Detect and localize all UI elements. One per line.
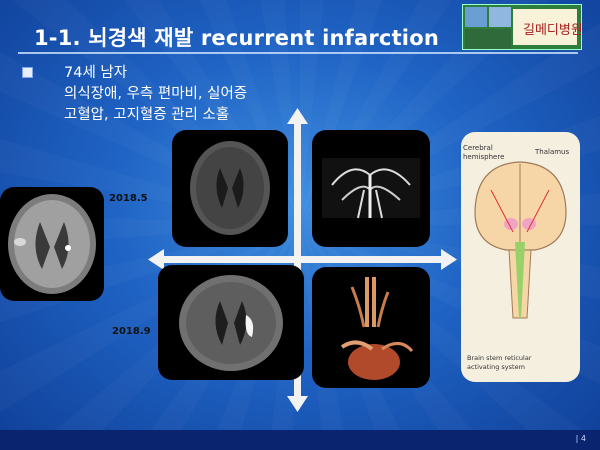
- logo-photo: [489, 7, 511, 27]
- arrow-up-icon: [287, 108, 308, 124]
- mri-dwi-image-2018-5: [172, 130, 288, 247]
- bullet-line-1: 74세 남자: [64, 65, 128, 81]
- hospital-logo: 길메디병원: [462, 4, 582, 50]
- page-number: | 4: [575, 434, 586, 443]
- logo-photo: [465, 7, 487, 27]
- date-label-top: 2018.5: [109, 193, 148, 204]
- arrow-left-icon: [148, 249, 164, 270]
- logo-photo: [465, 29, 511, 49]
- bullet-line-3: 고혈압, 고지혈증 관리 소홀: [64, 107, 230, 123]
- diagram-label-brainstem-1: Brain stem reticular: [467, 354, 532, 362]
- horizontal-axis: [160, 256, 445, 263]
- diagram-label-brainstem-2: activating system: [467, 363, 525, 371]
- angiography-image: [312, 130, 430, 247]
- brainstem-diagram: Cerebral hemisphere Thalamus Brain stem …: [461, 132, 580, 382]
- footer-bar: [0, 430, 600, 450]
- diagram-label-hemisphere: hemisphere: [463, 153, 505, 161]
- logo-banner: [513, 9, 577, 45]
- date-label-bottom: 2018.9: [112, 326, 151, 337]
- mri-dwi-image-2018-9: [158, 265, 304, 380]
- arrow-down-icon: [287, 396, 308, 412]
- bullet-square-icon: [22, 67, 33, 78]
- cta-3d-image: [312, 267, 430, 388]
- bullet-line-2: 의식장애, 우측 편마비, 실어증: [64, 86, 248, 102]
- diagram-label-cerebral: Cerebral: [463, 144, 493, 152]
- mri-flair-image: [0, 187, 104, 301]
- hospital-name: 길메디병원: [523, 23, 582, 38]
- diagram-label-thalamus: Thalamus: [535, 148, 570, 156]
- title-underline: [18, 52, 578, 54]
- arrow-right-icon: [441, 249, 457, 270]
- slide-title: 1-1. 뇌경색 재발 recurrent infarction: [34, 26, 439, 50]
